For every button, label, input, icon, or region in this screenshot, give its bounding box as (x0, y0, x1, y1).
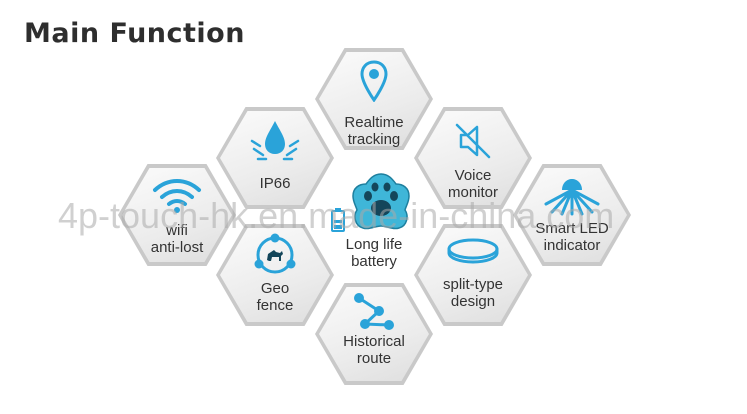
feature-label-line1: Long life (345, 236, 403, 253)
paw-tracker-icon (349, 170, 413, 238)
route-icon (351, 291, 397, 335)
feature-realtime-tracking: Realtime tracking (315, 48, 433, 150)
feature-label-line2: anti-lost (150, 239, 204, 256)
feature-label-line1: split-type (442, 276, 504, 293)
feature-label-line1: wifi (166, 222, 188, 239)
ring-icon (445, 236, 501, 270)
location-pin-icon (359, 60, 389, 106)
geo-fence-icon (252, 232, 298, 282)
speaker-mute-icon (453, 121, 493, 165)
feature-label-line2: indicator (543, 237, 601, 254)
led-light-icon (544, 174, 600, 220)
feature-wifi-anti-lost: wifi anti-lost (118, 164, 236, 266)
wifi-icon (152, 176, 202, 218)
battery-icon (331, 208, 345, 236)
feature-label-line2: fence (256, 297, 294, 314)
water-drop-icon (248, 119, 302, 167)
feature-long-life-battery: Long life battery (315, 164, 433, 270)
feature-smart-led: Smart LED indicator (513, 164, 631, 266)
feature-voice-monitor: Voice monitor (414, 107, 532, 209)
feature-label-line1: Smart LED (535, 220, 609, 237)
feature-label-line2: route (356, 350, 392, 367)
feature-label-line2: monitor (447, 184, 499, 201)
feature-historical-route: Historical route (315, 283, 433, 385)
feature-label-line1: Voice (454, 167, 492, 184)
feature-label-line1: IP66 (259, 175, 291, 192)
page-title: Main Function (24, 18, 245, 49)
feature-label-line1: Historical (343, 333, 405, 350)
feature-label-line2: battery (351, 253, 397, 270)
feature-label-line1: Realtime (344, 114, 404, 131)
feature-label-line2: design (450, 293, 496, 310)
feature-label-line1: Geo (260, 280, 290, 297)
feature-label-line2: tracking (347, 131, 401, 148)
